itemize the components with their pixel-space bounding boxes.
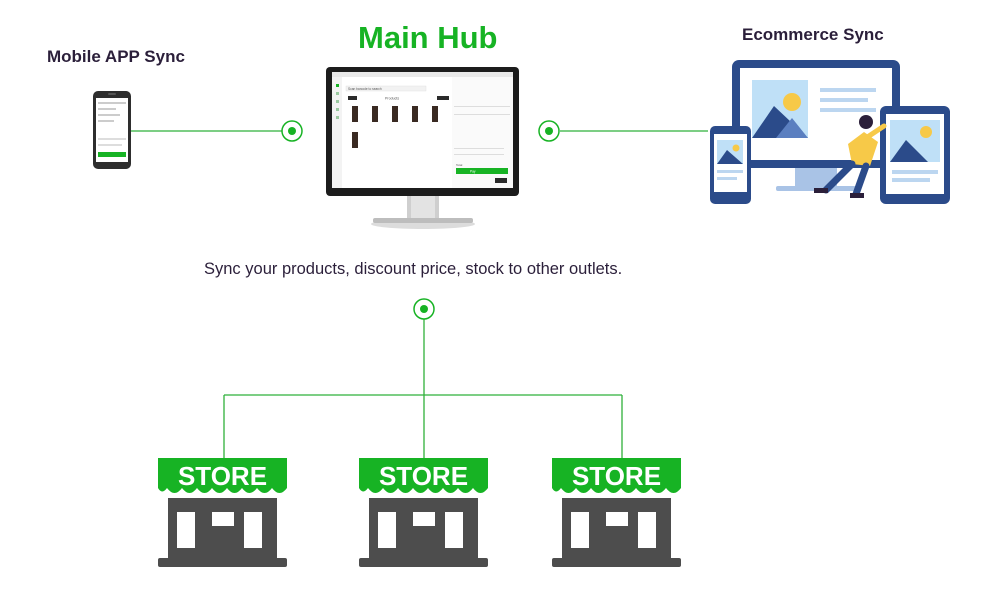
connector-lines <box>131 130 708 458</box>
node-dot-mobile <box>281 120 303 142</box>
store-icon-3: STORE <box>552 458 681 567</box>
hub-pay-label: Pay <box>470 170 476 174</box>
store-label-2: STORE <box>379 461 468 491</box>
hub-search-placeholder: Scan barcode to search <box>348 87 382 91</box>
store-icon-2: STORE <box>359 458 488 567</box>
page-title: Main Hub <box>358 20 498 55</box>
store-label-1: STORE <box>178 461 267 491</box>
mobile-phone-icon <box>93 91 131 169</box>
hub-products-title: Products <box>385 97 399 101</box>
node-dot-ecommerce <box>538 120 560 142</box>
mobile-app-sync-label: Mobile APP Sync <box>47 47 185 66</box>
node-dot-stores <box>413 298 435 320</box>
person-figure-icon <box>814 115 887 198</box>
hub-total-label: Total <box>456 163 463 167</box>
hub-product-thumbnails <box>352 106 438 148</box>
ecommerce-sync-label: Ecommerce Sync <box>742 25 884 44</box>
sync-caption: Sync your products, discount price, stoc… <box>204 260 623 278</box>
store-label-3: STORE <box>572 461 661 491</box>
store-icon-1: STORE <box>158 458 287 567</box>
main-hub-monitor-icon: Scan barcode to search Products Total Pa… <box>326 67 519 229</box>
ecommerce-devices-icon <box>710 60 950 204</box>
